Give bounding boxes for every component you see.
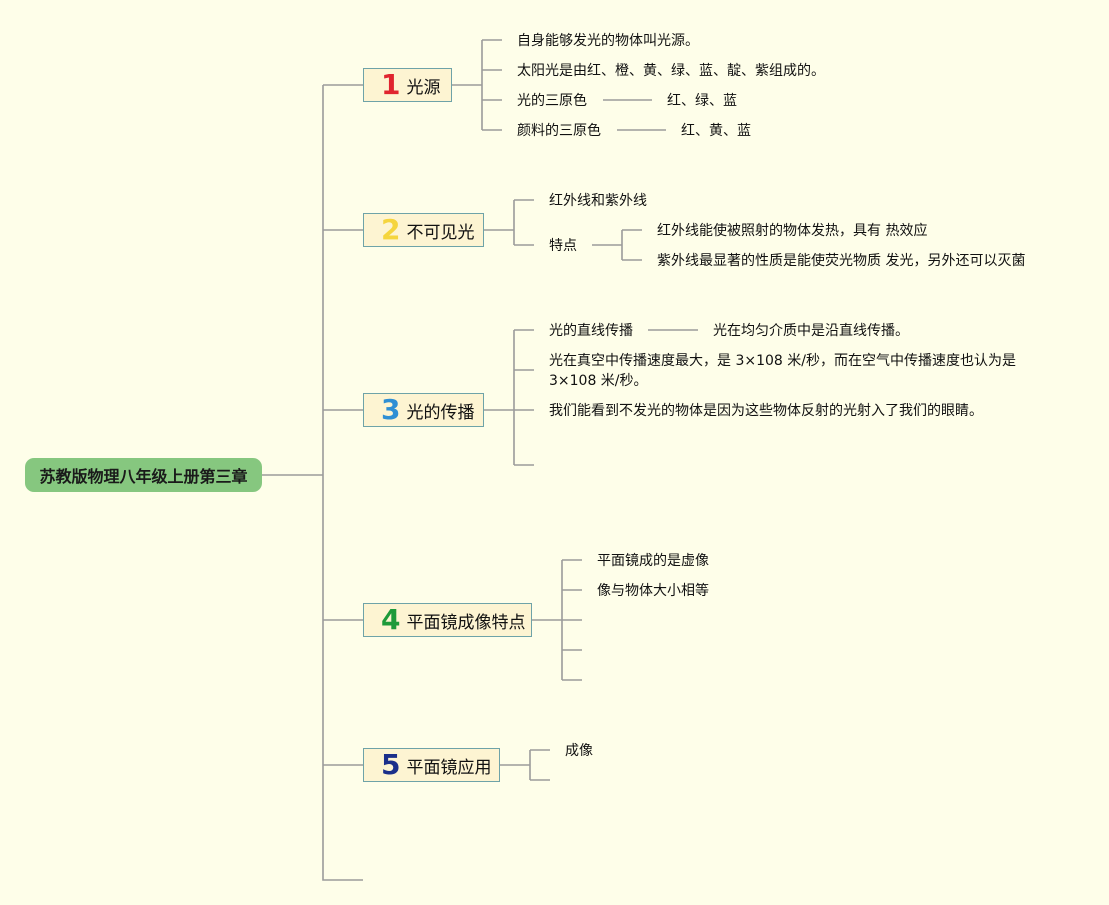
- branch-title: 平面镜成像特点: [406, 612, 526, 633]
- leaf-straight-line[interactable]: 光的直线传播: [549, 323, 633, 339]
- branch-light-source[interactable]: 1 光源: [363, 68, 452, 102]
- number-4-icon: 4: [381, 603, 401, 636]
- leaf-features[interactable]: 特点: [549, 238, 577, 254]
- branch-title: 光源: [406, 77, 441, 98]
- number-5-icon: 5: [381, 748, 401, 781]
- number-3-icon: 3: [381, 393, 401, 426]
- branch-light-propagation[interactable]: 3 光的传播: [363, 393, 484, 427]
- leaf-sunlight-colors[interactable]: 太阳光是由红、橙、黄、绿、蓝、靛、紫组成的。: [517, 63, 825, 79]
- branch-invisible-light[interactable]: 2 不可见光: [363, 213, 484, 247]
- leaf-light-primaries-value[interactable]: 红、绿、蓝: [667, 93, 737, 109]
- number-1-icon: 1: [381, 68, 401, 101]
- leaf-speed-of-light[interactable]: 光在真空中传播速度最大，是 3×108 米/秒，而在空气中传播速度也认为是 3×…: [549, 353, 1016, 389]
- leaf-uv-feature[interactable]: 紫外线最显著的性质是能使荧光物质 发光，另外还可以灭菌: [657, 253, 1026, 269]
- branch-title: 平面镜应用: [406, 757, 492, 778]
- leaf-ir-feature[interactable]: 红外线能使被照射的物体发热，具有 热效应: [657, 223, 928, 239]
- branch-title: 光的传播: [406, 402, 475, 423]
- leaf-definition[interactable]: 自身能够发光的物体叫光源。: [517, 33, 699, 49]
- leaf-imaging[interactable]: 成像: [565, 743, 593, 759]
- leaf-pigment-primaries[interactable]: 颜料的三原色: [517, 123, 601, 139]
- leaf-equal-size[interactable]: 像与物体大小相等: [597, 583, 709, 599]
- branch-mirror-features[interactable]: 4 平面镜成像特点: [363, 603, 532, 637]
- leaf-pigment-primaries-value[interactable]: 红、黄、蓝: [681, 123, 751, 139]
- root-topic[interactable]: 苏教版物理八年级上册第三章: [25, 458, 262, 492]
- branch-title: 不可见光: [406, 222, 475, 243]
- leaf-reflection[interactable]: 我们能看到不发光的物体是因为这些物体反射的光射入了我们的眼睛。: [549, 403, 983, 419]
- number-2-icon: 2: [381, 213, 401, 246]
- leaf-light-primaries[interactable]: 光的三原色: [517, 93, 587, 109]
- leaf-straight-line-value[interactable]: 光在均匀介质中是沿直线传播。: [713, 323, 909, 339]
- branch-mirror-applications[interactable]: 5 平面镜应用: [363, 748, 500, 782]
- leaf-virtual-image[interactable]: 平面镜成的是虚像: [597, 553, 709, 569]
- leaf-ir-uv[interactable]: 红外线和紫外线: [549, 193, 647, 209]
